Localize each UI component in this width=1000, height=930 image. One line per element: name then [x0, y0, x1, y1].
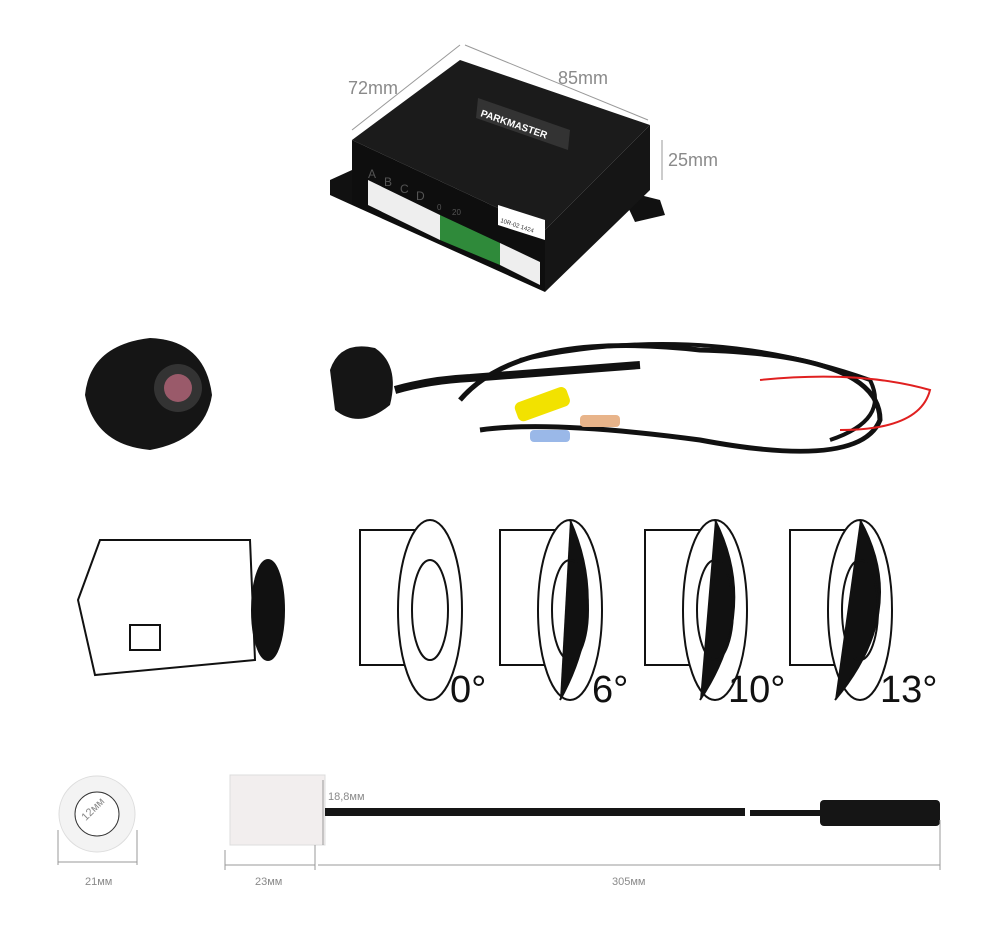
port-label-0: 0	[437, 203, 442, 212]
port-label-c: C	[400, 182, 409, 196]
dim-height: 25mm	[668, 150, 718, 170]
angle-sensors	[359, 519, 893, 701]
camera-harness	[330, 342, 932, 454]
control-unit	[330, 44, 665, 292]
dim-sensor-length: 23мм	[255, 876, 282, 888]
dim-cable-length: 305мм	[612, 876, 645, 888]
dim-width: 85mm	[558, 68, 608, 88]
port-label-d: D	[416, 189, 425, 203]
camera	[85, 338, 212, 450]
angle-label-13: 13°	[880, 669, 937, 711]
port-label-a: A	[368, 167, 376, 181]
angle-label-10: 10°	[728, 669, 785, 711]
port-label-20: 20	[452, 208, 461, 217]
dim-depth: 72mm	[348, 78, 398, 98]
port-label-b: B	[384, 175, 392, 189]
dim-outer-diameter: 21мм	[85, 876, 112, 888]
sensor-photo	[58, 774, 940, 853]
dimension-lines	[57, 780, 941, 870]
angle-label-0: 0°	[450, 669, 486, 711]
dim-sensor-height: 18,8мм	[328, 791, 365, 803]
sensor-housing-drawing	[76, 539, 285, 677]
angle-label-6: 6°	[592, 669, 628, 711]
